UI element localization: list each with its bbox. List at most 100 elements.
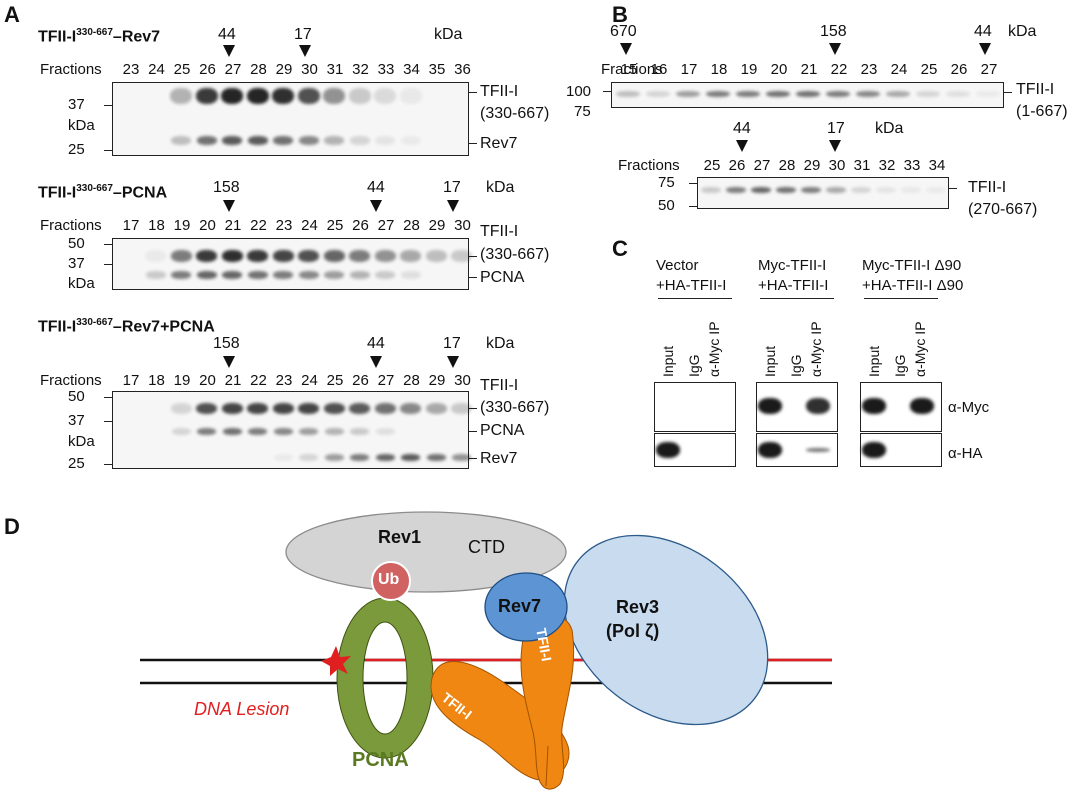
- gel1-band-r0-l9: [348, 88, 371, 104]
- gelb1-band-r0-l6: [796, 91, 820, 97]
- gelb1-fraction-23: 23: [860, 61, 878, 78]
- gel2-band-r0-l5: [247, 250, 268, 262]
- gel3-fraction-18: 18: [148, 372, 165, 389]
- gel3-band-r1-l2: [171, 427, 191, 435]
- gelb1-marker-44: 44: [974, 23, 992, 40]
- gelb1-band-r0-l12: [976, 91, 1000, 97]
- gel3-band-r1-l9: [350, 427, 369, 435]
- ip-group-0-myc-blot: [654, 382, 736, 432]
- gel3-rtick-tfii: [469, 408, 477, 409]
- gel1-fraction-34: 34: [403, 61, 420, 78]
- gelb1-band-r0-l5: [766, 91, 790, 97]
- gel1-fraction-32: 32: [352, 61, 369, 78]
- gel1-band-r1-l6: [273, 135, 293, 145]
- gel1-band-r0-l8: [323, 88, 345, 104]
- gelb2-band-r0-l9: [926, 187, 946, 193]
- gelb1-kda: kDa: [1008, 23, 1037, 40]
- gel3-rtick-rev7: [469, 458, 477, 459]
- gel3-band-r2-l6: [273, 453, 293, 461]
- gelb2-mw-50: 50: [658, 197, 675, 214]
- gel1-band-r0-l7: [297, 88, 320, 104]
- gel3-band-r1-l7: [299, 427, 318, 435]
- gel3-mw-kda: kDa: [68, 433, 95, 450]
- gelb1-fraction-20: 20: [770, 61, 788, 78]
- gel2-arrow-44: [370, 200, 382, 212]
- gelb1-band-r0-l9: [886, 91, 910, 97]
- gel2-band-r1-l6: [273, 271, 293, 279]
- gelb2-tick-50: [689, 206, 697, 207]
- gel1-band-r0-l11: [399, 88, 422, 104]
- gel1-tick-37: [104, 105, 112, 106]
- gel3-band-r1-l5: [248, 427, 267, 435]
- gel3-band-r0-l7: [298, 402, 319, 414]
- gel3-band-r0-l13: [451, 402, 472, 414]
- gelb1-band-r0-l7: [826, 91, 850, 97]
- gelb2-band-r0-l7: [876, 187, 896, 193]
- gel2-fraction-26: 26: [352, 217, 369, 234]
- gel1-kda: kDa: [434, 26, 463, 43]
- gelb2-band-r0-l1: [726, 187, 746, 193]
- rev7-protein: [484, 572, 568, 642]
- gel2-fraction-18: 18: [148, 217, 165, 234]
- gel3-band-r0-l11: [400, 402, 421, 414]
- gel2-mw-37: 37: [68, 255, 85, 272]
- gelb1-band-r0-l1: [646, 91, 670, 97]
- gel3-mw-37: 37: [68, 412, 85, 429]
- gel1-band-r1-l5: [247, 135, 268, 145]
- gel1-band-r1-l4: [222, 135, 242, 145]
- gel3-fraction-21: 21: [224, 372, 242, 389]
- rev7-label: Rev7: [498, 596, 542, 616]
- gel1-band-r1-l8: [324, 135, 344, 145]
- gel2-fractions-label: Fractions: [40, 217, 102, 234]
- gel2-fraction-19: 19: [173, 217, 191, 234]
- gel3-band-r0-l5: [247, 402, 268, 414]
- gelb1-marker-158: 158: [820, 23, 847, 40]
- gel1-fraction-36: 36: [454, 61, 471, 78]
- ip-group-1-myc-band-2: [806, 398, 830, 414]
- gel2-band-r0-l6: [272, 250, 294, 262]
- gel3-band-r0-l8: [323, 402, 345, 414]
- ip-group-1-myc-band-0: [758, 398, 782, 414]
- gel1-band-r1-l7: [298, 135, 319, 145]
- gelb2-fraction-26: 26: [728, 157, 746, 174]
- gel1-band-r1-l2: [171, 135, 191, 145]
- gel1-mw-kda: kDa: [68, 117, 95, 134]
- gelb2-fraction-33: 33: [903, 157, 921, 174]
- panel-c-label: C: [612, 236, 628, 261]
- gel3-tick-50: [104, 397, 112, 398]
- gel3-title: TFII-I330-667–Rev7+PCNA: [38, 317, 215, 336]
- gel2-label-range: (330-667): [480, 246, 550, 263]
- ip-group-1-ha-band-0: [758, 442, 782, 458]
- gelb1-fractions-label: Fractions: [601, 61, 663, 78]
- gel1-tick-25: [104, 150, 112, 151]
- gelb1-band-r0-l2: [676, 91, 700, 97]
- rev3-polzeta-label: (Pol ζ): [606, 621, 660, 641]
- gel3-mw-25: 25: [68, 455, 85, 472]
- gel3-fraction-19: 19: [173, 372, 191, 389]
- gelb1-fraction-27: 27: [980, 61, 998, 78]
- gelb1-label-range: (1-667): [1016, 103, 1068, 120]
- gel1-title: TFII-I330-667–Rev7: [38, 27, 161, 46]
- ip-group-2-line1: Myc-TFII-I Δ90: [862, 257, 962, 274]
- ip-group-2-myc-band-2: [910, 398, 934, 414]
- gel2-band-r0-l10: [374, 250, 396, 262]
- gelb1-band-r0-l4: [736, 91, 760, 97]
- gel1-band-r0-l4: [221, 88, 243, 104]
- ip-group-1-line2: +HA-TFII-I: [758, 277, 829, 294]
- gelb1-fraction-25: 25: [920, 61, 938, 78]
- gel2-band-r0-l11: [400, 250, 421, 262]
- gel2-fraction-27: 27: [377, 217, 395, 234]
- gel2-rtick-pcna: [469, 277, 477, 278]
- gelb1-blot: [611, 82, 1004, 108]
- gel2-kda: kDa: [486, 179, 515, 196]
- gel3-fraction-22: 22: [250, 372, 267, 389]
- gel2-fraction-29: 29: [428, 217, 446, 234]
- gel1-fraction-25: 25: [173, 61, 191, 78]
- gel2-band-r1-l11: [400, 271, 421, 279]
- gelb2-band-r0-l3: [776, 187, 796, 193]
- gel2-mw-50: 50: [68, 235, 85, 252]
- gelb2-fraction-30: 30: [828, 157, 846, 174]
- gel3-band-r1-l10: [375, 427, 395, 435]
- gelb1-fraction-16: 16: [650, 61, 668, 78]
- gelb2-fraction-34: 34: [928, 157, 946, 174]
